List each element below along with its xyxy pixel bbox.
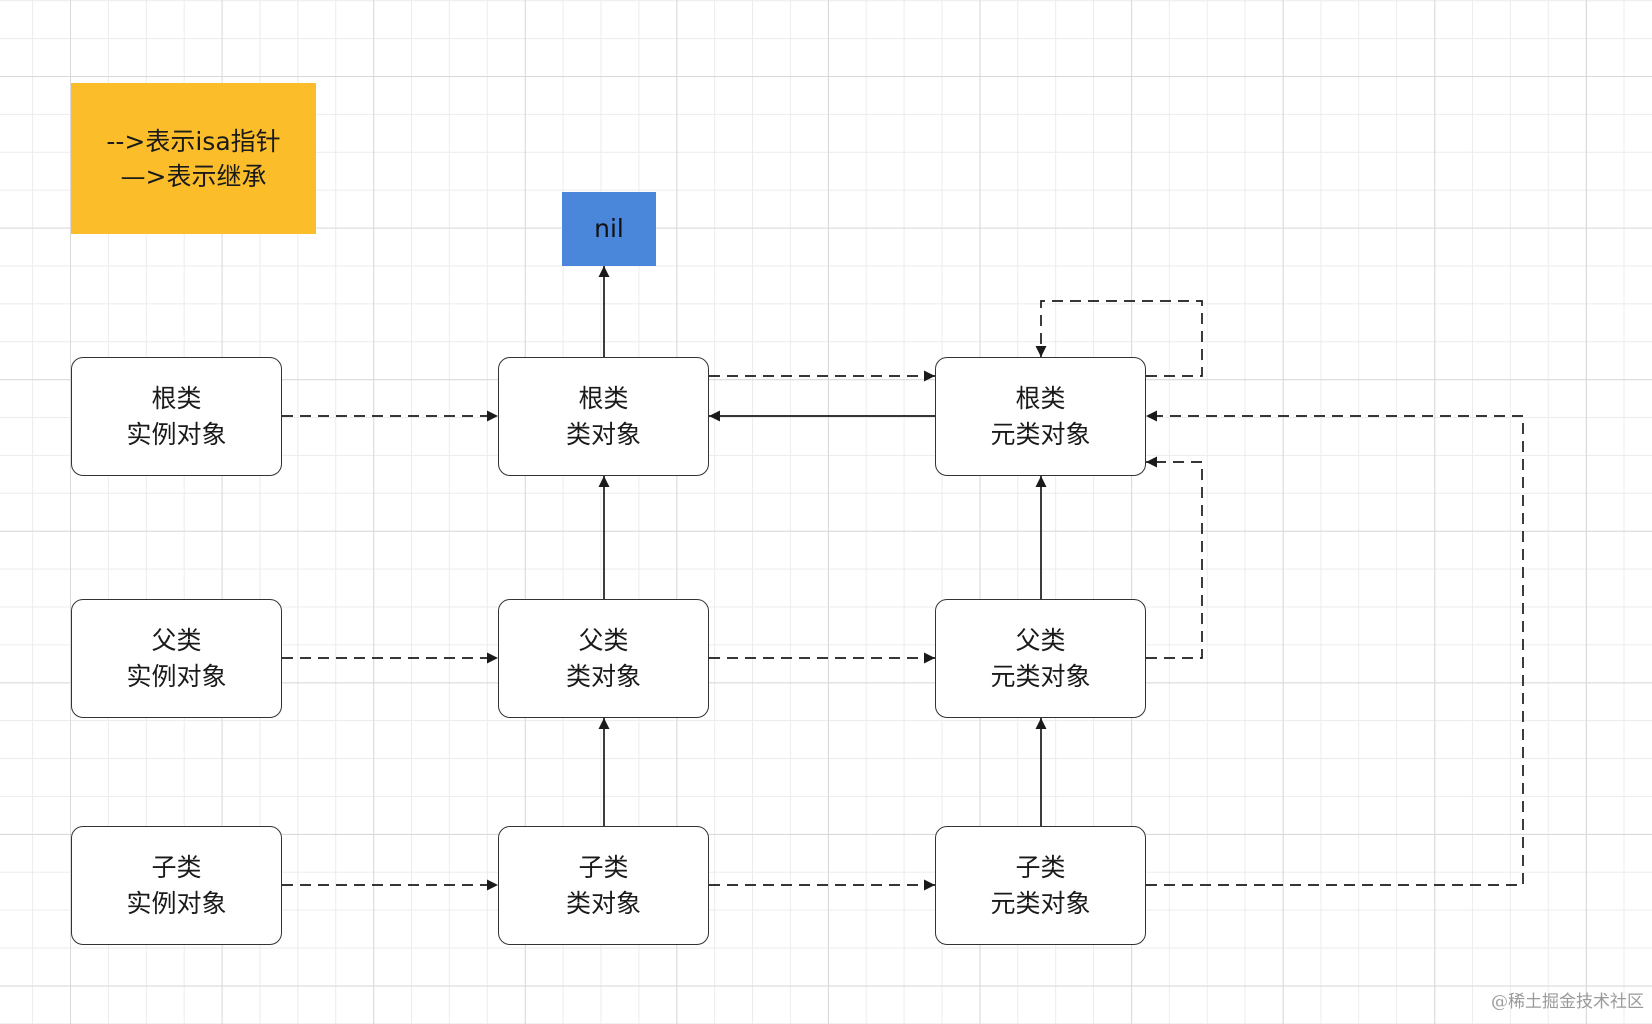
parent-meta-node[interactable]: 父类 元类对象 (935, 599, 1146, 718)
isa-arrows (282, 300, 1524, 891)
node-line-1: 父类 (151, 625, 202, 655)
node-line-1: 根类 (151, 383, 202, 413)
node-line-2: 实例对象 (126, 419, 227, 449)
node-line-2: 元类对象 (990, 419, 1091, 449)
isa-arrow-child-meta-to-root-meta[interactable] (1146, 410, 1524, 886)
parent-class-node[interactable]: 父类 类对象 (498, 599, 709, 718)
watermark: @稀土掘金技术社区 (1491, 992, 1644, 1012)
root-instance-node[interactable]: 根类 实例对象 (71, 357, 282, 476)
legend-isa-line: -->表示isa指针 (106, 126, 281, 156)
node-line-1: 子类 (578, 852, 629, 882)
node-line-1: 根类 (1015, 383, 1066, 413)
node-line-1: 父类 (1015, 625, 1066, 655)
legend-inherit-line: —>表示继承 (120, 161, 267, 191)
node-line-1: 子类 (1015, 852, 1066, 882)
child-class-node[interactable]: 子类 类对象 (498, 826, 709, 945)
root-class-node[interactable]: 根类 类对象 (498, 357, 709, 476)
node-line-2: 类对象 (565, 888, 641, 918)
inheritance-arrows (598, 266, 1047, 826)
node-line-2: 类对象 (565, 419, 641, 449)
nil-label: nil (594, 214, 624, 243)
node-line-1: 根类 (578, 383, 629, 413)
child-instance-node[interactable]: 子类 实例对象 (71, 826, 282, 945)
node-line-2: 实例对象 (126, 661, 227, 691)
node-line-2: 元类对象 (990, 888, 1091, 918)
root-meta-node[interactable]: 根类 元类对象 (935, 357, 1146, 476)
node-line-2: 实例对象 (126, 888, 227, 918)
node-line-2: 类对象 (565, 661, 641, 691)
child-meta-node[interactable]: 子类 元类对象 (935, 826, 1146, 945)
node-line-2: 元类对象 (990, 661, 1091, 691)
node-line-1: 父类 (578, 625, 629, 655)
isa-arrow-parent-meta-to-root-meta[interactable] (1146, 456, 1203, 659)
nil-box[interactable]: nil (562, 192, 656, 266)
legend-box[interactable]: -->表示isa指针 —>表示继承 (71, 83, 316, 234)
node-line-1: 子类 (151, 852, 202, 882)
parent-instance-node[interactable]: 父类 实例对象 (71, 599, 282, 718)
